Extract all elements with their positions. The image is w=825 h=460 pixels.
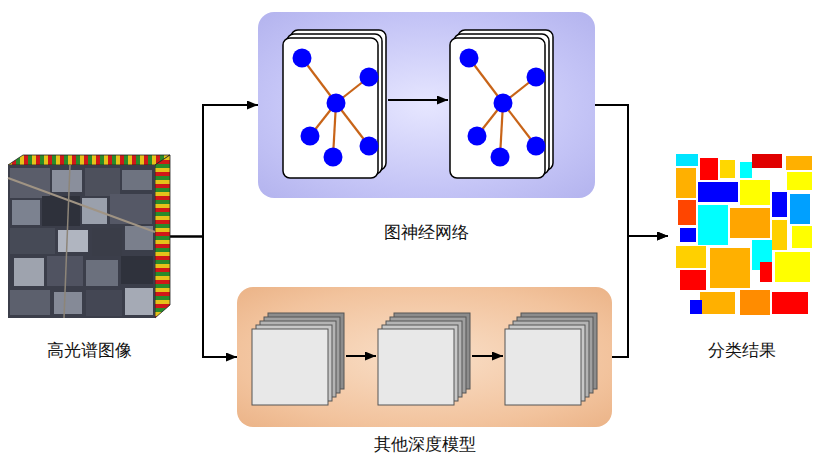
node-label: 其他深度模型 (374, 434, 476, 454)
node-label-box: 分类结果 (708, 340, 776, 360)
gnn-panel: 图神经网络 (258, 12, 595, 198)
node-label-box: 其他深度模型 (374, 434, 476, 454)
node-label: 图神经网络 (384, 222, 469, 242)
classification-map (676, 154, 812, 315)
layer-stacks (252, 313, 597, 405)
deep-model-panel: 其他深度模型 (237, 287, 612, 427)
flow-arrow (612, 236, 668, 357)
result-node: 分类结果 (668, 152, 815, 320)
flow-arrow (170, 237, 237, 358)
node-label-box: 高光谱图像 (47, 340, 132, 360)
flow-arrow (595, 105, 668, 236)
hyperspectral-cube (8, 155, 170, 318)
node-label: 分类结果 (708, 340, 776, 360)
node-label: 高光谱图像 (47, 340, 132, 360)
node-label-box: 图神经网络 (384, 222, 469, 242)
flow-arrow (170, 105, 258, 237)
graph-cards (283, 30, 553, 178)
image-node: 高光谱图像 (8, 155, 170, 318)
